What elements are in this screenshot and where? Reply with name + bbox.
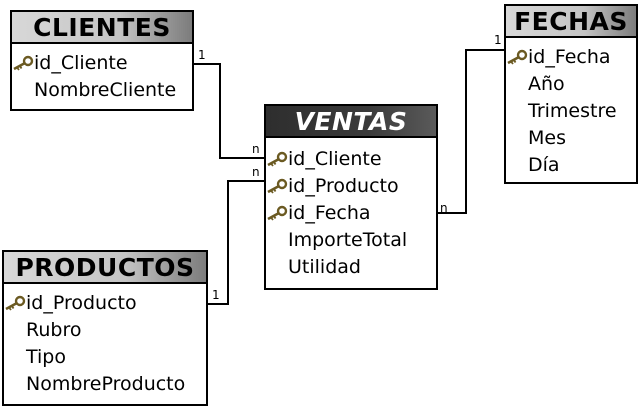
key-icon (13, 55, 34, 71)
cardinality-clientes-one: 1 (198, 48, 206, 62)
field-row[interactable]: id_Producto (4, 290, 206, 317)
cardinality-ventas-fecha-many: n (440, 201, 448, 215)
key-icon (267, 178, 288, 194)
entity-productos[interactable]: PRODUCTOS id_Producto Rubro Tipo NombreP… (2, 250, 208, 406)
entity-fechas[interactable]: FECHAS id_Fecha Año Trimestre Mes Día (504, 4, 638, 184)
field-row[interactable]: Día (506, 152, 636, 179)
entity-title: VENTAS (266, 106, 436, 138)
field-row[interactable]: id_Cliente (12, 50, 192, 77)
field-label: ImporteTotal (288, 229, 408, 251)
field-label: Utilidad (288, 256, 361, 278)
field-row[interactable]: Trimestre (506, 98, 636, 125)
entity-clientes[interactable]: CLIENTES id_Cliente NombreCliente (10, 10, 194, 111)
key-icon (5, 295, 26, 311)
field-label: id_Fecha (528, 46, 611, 68)
field-label: Año (528, 73, 565, 95)
field-row[interactable]: Año (506, 71, 636, 98)
field-label: Mes (528, 127, 566, 149)
field-label: Tipo (26, 346, 66, 368)
field-label: NombreProducto (26, 373, 186, 395)
field-row[interactable]: NombreCliente (12, 77, 192, 104)
field-label: NombreCliente (34, 79, 177, 101)
field-label: id_Cliente (288, 148, 382, 170)
field-row[interactable]: id_Fecha (266, 200, 436, 227)
key-icon (507, 49, 528, 65)
field-label: Día (528, 154, 560, 176)
field-row[interactable]: Mes (506, 125, 636, 152)
entity-title: PRODUCTOS (4, 252, 206, 284)
field-label: id_Producto (288, 175, 399, 197)
cardinality-fechas-one: 1 (494, 33, 502, 47)
cardinality-ventas-cliente-many: n (252, 142, 260, 156)
field-row[interactable]: id_Fecha (506, 44, 636, 71)
entity-title: FECHAS (506, 6, 636, 38)
field-label: id_Cliente (34, 52, 128, 74)
cardinality-productos-one: 1 (212, 288, 220, 302)
field-row[interactable]: Rubro (4, 317, 206, 344)
field-label: Rubro (26, 319, 82, 341)
field-row[interactable]: Utilidad (266, 254, 436, 281)
rel-fechas-ventas (436, 49, 506, 214)
field-row[interactable]: Tipo (4, 344, 206, 371)
field-row[interactable]: id_Producto (266, 173, 436, 200)
entity-title: CLIENTES (12, 12, 192, 44)
field-label: id_Fecha (288, 202, 371, 224)
key-icon (267, 205, 288, 221)
key-icon (267, 151, 288, 167)
field-label: id_Producto (26, 292, 137, 314)
cardinality-ventas-producto-many: n (252, 165, 260, 179)
field-label: Trimestre (528, 100, 617, 122)
field-row[interactable]: id_Cliente (266, 146, 436, 173)
rel-productos-ventas (208, 180, 266, 305)
field-row[interactable]: ImporteTotal (266, 227, 436, 254)
entity-ventas[interactable]: VENTAS id_Cliente id_Producto id_Fecha I… (264, 104, 438, 290)
field-row[interactable]: NombreProducto (4, 371, 206, 398)
